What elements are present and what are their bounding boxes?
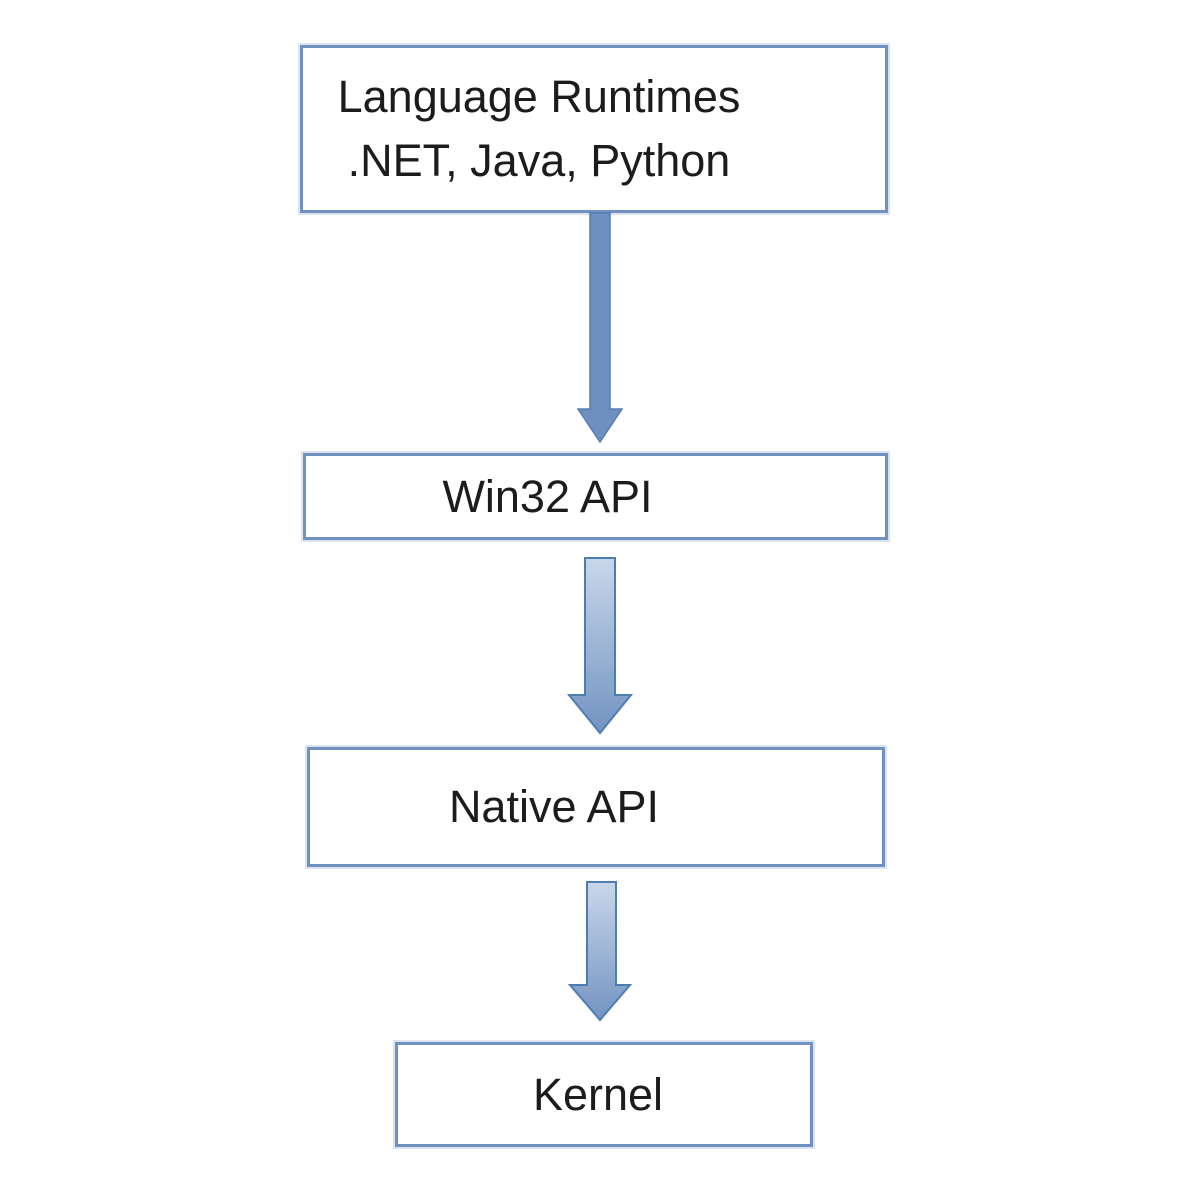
node-kernel-label: Kernel [532, 1068, 664, 1120]
node-win32-api-label: Win32 API [442, 470, 653, 522]
node-language-runtimes-label: Language Runtimes [337, 71, 741, 122]
node-language-runtimes-sublabel: .NET, Java, Python [347, 135, 731, 186]
node-win32-api: Win32 API [303, 453, 888, 540]
node-native-api: Native API [307, 747, 885, 867]
node-language-runtimes: Language Runtimes .NET, Java, Python [300, 45, 888, 213]
down-arrow-gradient-icon [566, 557, 634, 735]
node-kernel: Kernel [395, 1042, 813, 1147]
node-native-api-label: Native API [448, 781, 660, 832]
down-arrow-gradient-icon [567, 881, 633, 1022]
down-arrow-solid-icon [576, 212, 624, 444]
